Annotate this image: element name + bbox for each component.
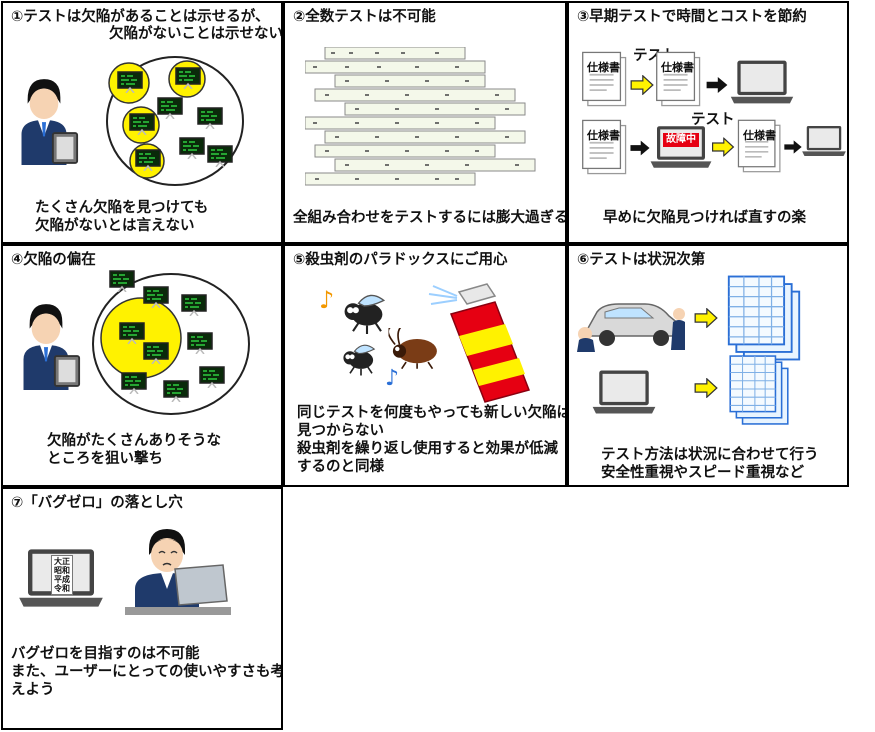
sheet-stack-icon [727,275,801,361]
panel-caption: 早めに欠陥見つければ直すの楽 [603,210,806,226]
arrow-right-icon [706,77,728,93]
spray-can-icon [428,283,530,403]
panel-caption: 同じテストを何度もやっても新しい欠陥は 見つからない 殺虫剤を繰り返し使用すると… [297,405,567,475]
combination-table-stack-illustration [305,47,536,186]
panel-caption: 全組み合わせをテストするには膨大過ぎる [293,210,567,226]
worried-person-icon [125,529,231,615]
document-label: 仕様書 [743,129,776,142]
panel-early-testing: ③早期テストで時間とコストを節約 仕様書 テスト 仕様書 仕様書 故障中 テスト… [567,1,849,244]
laptop-icon [730,60,794,104]
panel-exhaustive-testing: ②全数テストは不可能 全組み合わせをテストするには膨大過ぎる [283,1,567,244]
panel-caption: テスト方法は状況に合わせて行う 安全性重視やスピード重視など [601,447,819,481]
laptop-icon [802,126,846,156]
panel-defects-presence: ①テストは欠陥があることは示せるが、 欠陥がないことは示せない たくさん欠陥を見… [1,1,283,244]
broken-label: 故障中 [663,133,699,147]
document-icon [581,119,627,175]
panel-caption: たくさん欠陥を見つけても 欠陥がないとは言えない [35,200,209,234]
panel-bug-zero-pitfall: ⑦「バグゼロ」の落とし穴 大正 昭和 平成 令和 バグゼロを目指すのは不可能 ま… [1,487,283,730]
music-note-icon: ♪ [319,286,335,314]
document-icon [655,51,701,107]
fly-bug-icon [342,344,376,376]
panel-title: ⑤殺虫剤のパラドックスにご用心 [293,252,508,268]
panel-title: ⑦「バグゼロ」の落とし穴 [11,495,183,511]
document-label: 仕様書 [587,61,620,74]
era-form-laptop: 大正 昭和 平成 令和 [17,545,105,611]
arrow-right-icon [630,75,654,95]
panel-title: ④欠陥の偏在 [11,252,96,268]
panel-title: ③早期テストで時間とコストを節約 [577,9,807,25]
defect-circle-illustration [106,56,244,186]
arrow-right-icon [711,137,735,157]
document-label: 仕様書 [661,61,694,74]
test-label: テスト [691,112,735,128]
panel-pesticide-paradox: ⑤殺虫剤のパラドックスにご用心 ♪ ♪ 同じテストを何度もやっても新しい欠陥は … [283,244,567,487]
era-list: 大正 昭和 平成 令和 [51,555,73,595]
arrow-right-icon [694,308,718,328]
document-icon [737,119,781,173]
panel-title: ②全数テストは不可能 [293,9,436,25]
laptop-icon [592,370,656,414]
panel-caption: バグゼロを目指すのは不可能 また、ユーザーにとっての使いやすさも考 えよう [11,646,283,698]
tablet-icon [51,132,79,164]
document-label: 仕様書 [587,129,620,142]
panel-title: ⑥テストは状況次第 [577,252,706,268]
arrow-right-icon [630,140,650,156]
arrow-right-icon [784,140,802,154]
panel-title: ①テストは欠陥があることは示せるが、 欠陥がないことは示せない [11,9,283,42]
panel-defect-clustering: ④欠陥の偏在 欠陥がたくさんありそうな ところを狙い撃ち [1,244,283,487]
broken-laptop-icon [650,126,712,168]
tablet-icon [53,355,81,387]
sheet-stack-icon [729,355,789,425]
panel-context-dependent: ⑥テストは状況次第 テスト方法は状況に合わせて行う 安全性重視やスピード重視など [567,244,849,487]
arrow-right-icon [694,378,718,398]
defect-cluster-illustration [92,270,250,415]
document-icon [581,51,627,107]
music-note-icon: ♪ [385,366,400,391]
panel-caption: 欠陥がたくさんありそうな ところを狙い撃ち [47,433,221,467]
car-repair-icon [577,303,685,352]
